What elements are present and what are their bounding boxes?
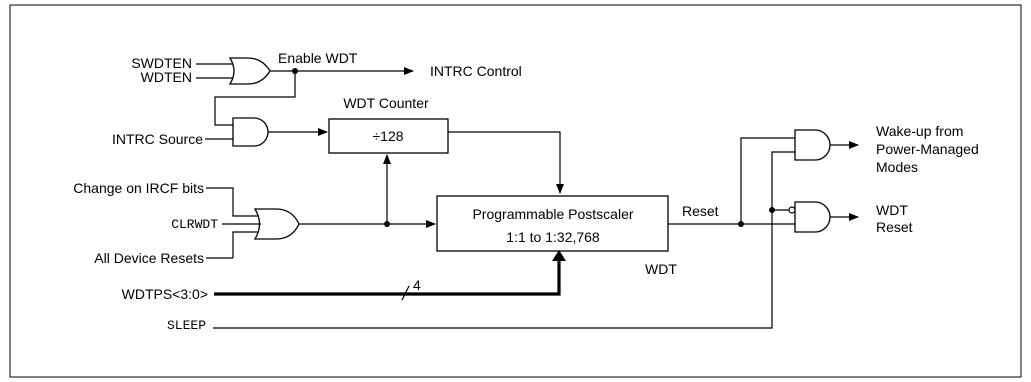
intrc-source-label: INTRC Source (112, 131, 203, 147)
postscaler-box (436, 195, 669, 252)
resets-wire (232, 231, 258, 258)
wdtps-bus (214, 256, 561, 296)
wakeup-line1: Wake-up from (876, 123, 963, 139)
swdten-label: SWDTEN (131, 55, 192, 71)
clrwdt-label: CLRWDT (171, 217, 218, 232)
postscaler-range: 1:1 to 1:32,768 (506, 229, 600, 245)
wdtps-bus-arrow (552, 250, 566, 261)
divider-box (328, 118, 449, 154)
ircf-label: Change on IRCF bits (73, 180, 204, 196)
wakeup-and-gate (794, 129, 831, 161)
reset-label: Reset (682, 203, 719, 219)
reset-to-wake-wire (740, 137, 795, 224)
counter-to-postscaler-wire (448, 131, 564, 194)
sleep-label: SLEEP (167, 318, 206, 333)
wdten-label: WDTEN (141, 69, 192, 85)
diagram-frame (9, 4, 1022, 378)
divider-label: ÷128 (372, 128, 403, 144)
enable-or-gate (228, 57, 271, 85)
wdt-label: WDT (645, 261, 677, 277)
wdt-reset-and-gate (788, 201, 831, 233)
ircf-wire (206, 187, 258, 217)
wdt-counter-label: WDT Counter (343, 95, 429, 111)
sleep-wire (213, 151, 795, 329)
wakeup-line3: Modes (876, 159, 918, 175)
wdtps-label: WDTPS<3:0> (122, 286, 208, 302)
wakeup-line2: Power-Managed (876, 141, 979, 157)
enable-wdt-label: Enable WDT (278, 50, 358, 66)
enable-feedback-wire (214, 71, 296, 126)
wdt-reset-line1: WDT (876, 202, 908, 218)
wdt-reset-line2: Reset (876, 219, 913, 235)
inverter-bubble (788, 206, 796, 214)
all-resets-label: All Device Resets (94, 250, 204, 266)
intrc-and-gate (232, 117, 269, 147)
clear-or-gate (253, 208, 300, 240)
intrc-control-label: INTRC Control (430, 63, 522, 79)
bus-width-label: 4 (413, 277, 421, 293)
postscaler-title: Programmable Postscaler (472, 206, 633, 222)
bus-width-slash (401, 285, 410, 301)
